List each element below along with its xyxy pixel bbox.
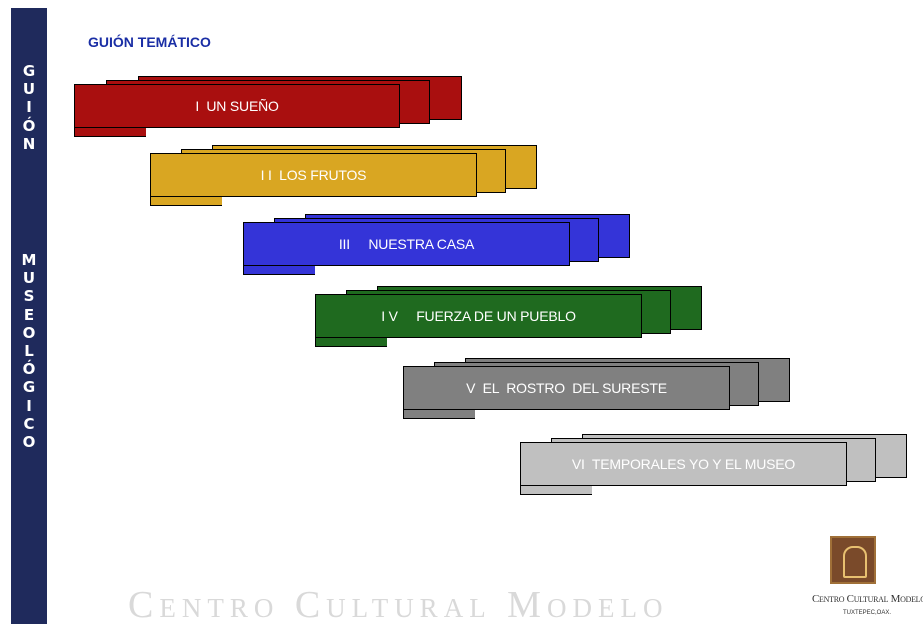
cultural-center-emblem-icon (830, 536, 876, 584)
theme-card-fold (403, 410, 475, 419)
logo-location: TUXTEPEC,OAX. (843, 610, 892, 616)
watermark-text: Centro Cultural Modelo (128, 584, 669, 626)
theme-card-fold (150, 197, 222, 206)
theme-card-fold (74, 128, 146, 137)
theme-card-fold (315, 338, 387, 347)
page-title: GUIÓN TEMÁTICO (88, 34, 211, 50)
logo-name: Centro Cultural Modelo (812, 593, 923, 605)
theme-card-label: III NUESTRA CASA (243, 222, 570, 266)
sidebar-title-museologico: M U S E O L Ó G I C O (21, 251, 37, 452)
theme-card-label: V EL ROSTRO DEL SURESTE (403, 366, 730, 410)
theme-card-label: I V FUERZA DE UN PUEBLO (315, 294, 642, 338)
theme-card-label: I UN SUEÑO (74, 84, 400, 128)
theme-card-label: VI TEMPORALES YO Y EL MUSEO (520, 442, 847, 486)
sidebar-title-guion: G U I Ó N (22, 62, 36, 153)
theme-card-fold (243, 266, 315, 275)
theme-card-fold (520, 486, 592, 495)
theme-card-label: I I LOS FRUTOS (150, 153, 477, 197)
sidebar-bar (11, 8, 47, 624)
